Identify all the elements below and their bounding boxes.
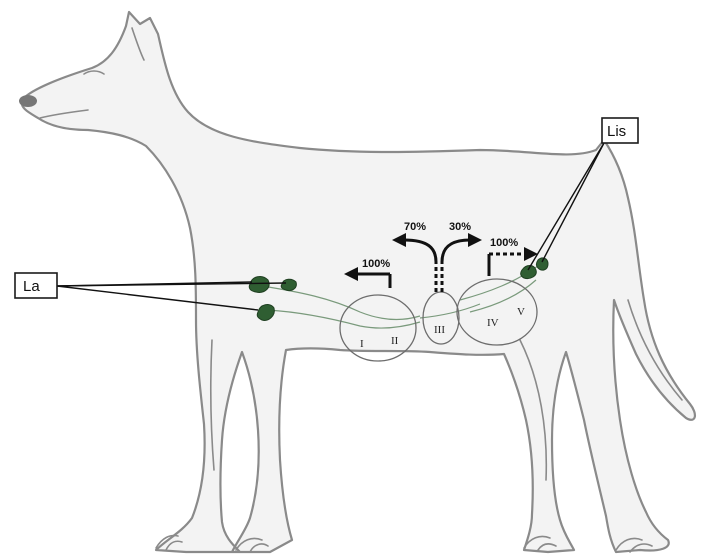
lis-label-text: Lis — [607, 123, 626, 140]
drain-left-label: 100% — [362, 258, 390, 270]
drain-center-right-label: 30% — [449, 221, 471, 233]
gland-label-2: II — [391, 335, 399, 347]
drain-center-left-label: 70% — [404, 221, 426, 233]
gland-label-4: IV — [487, 317, 499, 329]
axillary-node-2 — [281, 279, 296, 290]
drain-right-label: 100% — [490, 237, 518, 249]
gland-label-5: V — [517, 306, 525, 318]
gland-label-1: I — [360, 338, 364, 350]
inguinal-node-2 — [537, 258, 549, 270]
dog-silhouette — [19, 12, 695, 552]
axillary-node-1 — [249, 277, 269, 293]
la-label-text: La — [23, 278, 40, 295]
dog-nose — [19, 95, 37, 107]
dog-body-outline — [22, 12, 695, 552]
gland-label-3: III — [434, 324, 445, 336]
